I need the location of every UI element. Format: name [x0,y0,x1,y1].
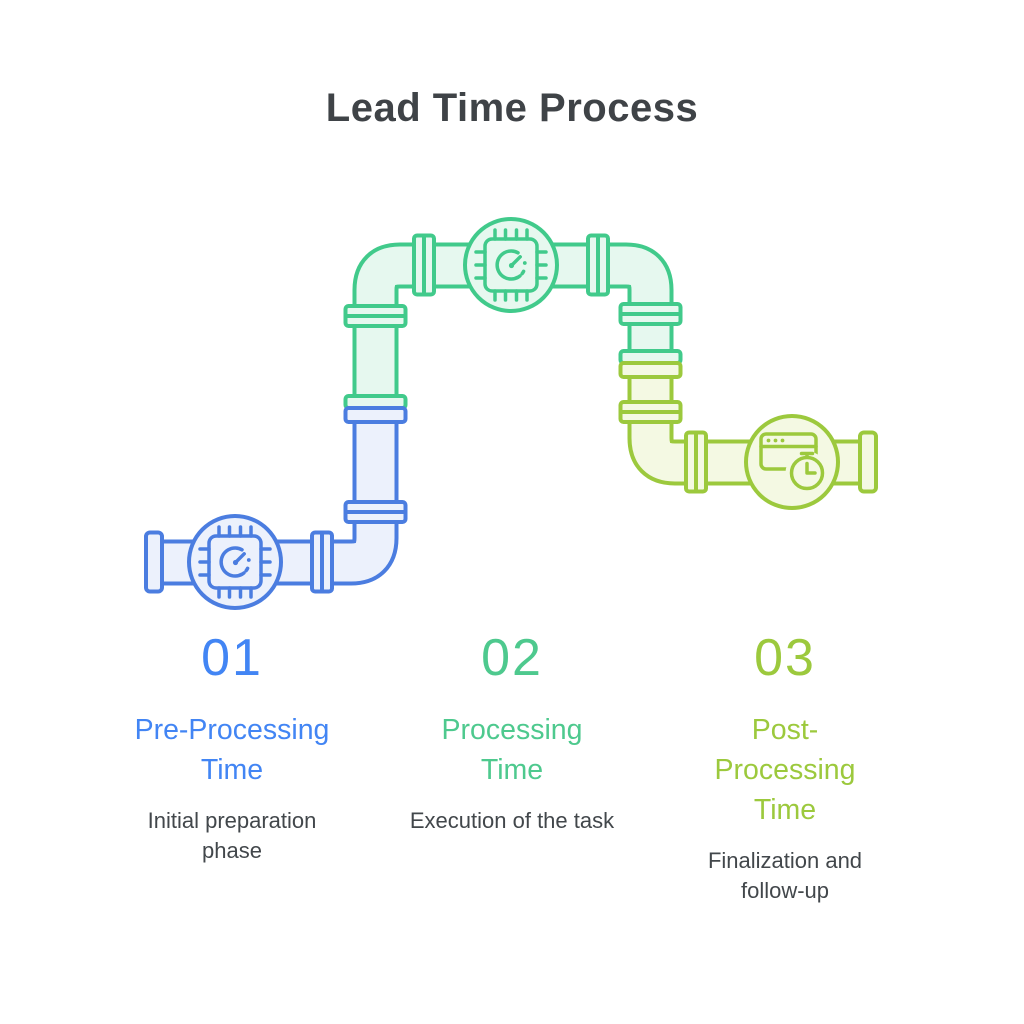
pipe-coupling [586,233,610,297]
stage-label: Processing Time [441,714,583,786]
pipe-coupling [618,400,683,424]
stage-node-2 [463,217,559,313]
stage-description: Finalization and follow-up [707,848,863,903]
pipe-coupling [310,530,334,594]
pipe-coupling [412,233,436,297]
pipe-coupling [343,304,408,328]
pipe-coupling [618,302,683,326]
stage-label: Post-Processing Time [714,714,856,826]
stage-column-3: 03 Post-Processing Time Finalization and… [660,630,910,906]
stage-label: Pre-Processing Time [134,714,330,786]
chip-gauge-icon [474,228,548,302]
stage-column-2: 02 Processing Time Execution of the task [387,630,637,836]
stage-description: Execution of the task [409,808,615,833]
stage-node-3 [744,414,840,510]
stage-description: Initial preparation phase [147,808,317,863]
chip-gauge-icon [198,525,272,599]
pipe-coupling-transition-blue-green [343,394,408,424]
stage-number: 03 [754,629,816,687]
pipe-segment-blue [158,406,399,586]
stage-number: 01 [201,629,263,687]
stage-column-1: 01 Pre-Processing Time Initial preparati… [107,630,357,866]
pipe-flange-right [858,430,878,494]
pipe-segment-yellow-green [627,358,864,486]
stage-node-1 [187,514,283,610]
pipe-coupling [343,500,408,524]
browser-timer-icon [759,432,829,495]
pipe-flange-left [144,530,164,594]
stage-number: 02 [481,629,543,687]
pipe-coupling-transition-green-yellow [618,349,683,379]
pipe-coupling [684,430,708,494]
page-title: Lead Time Process [325,86,699,130]
